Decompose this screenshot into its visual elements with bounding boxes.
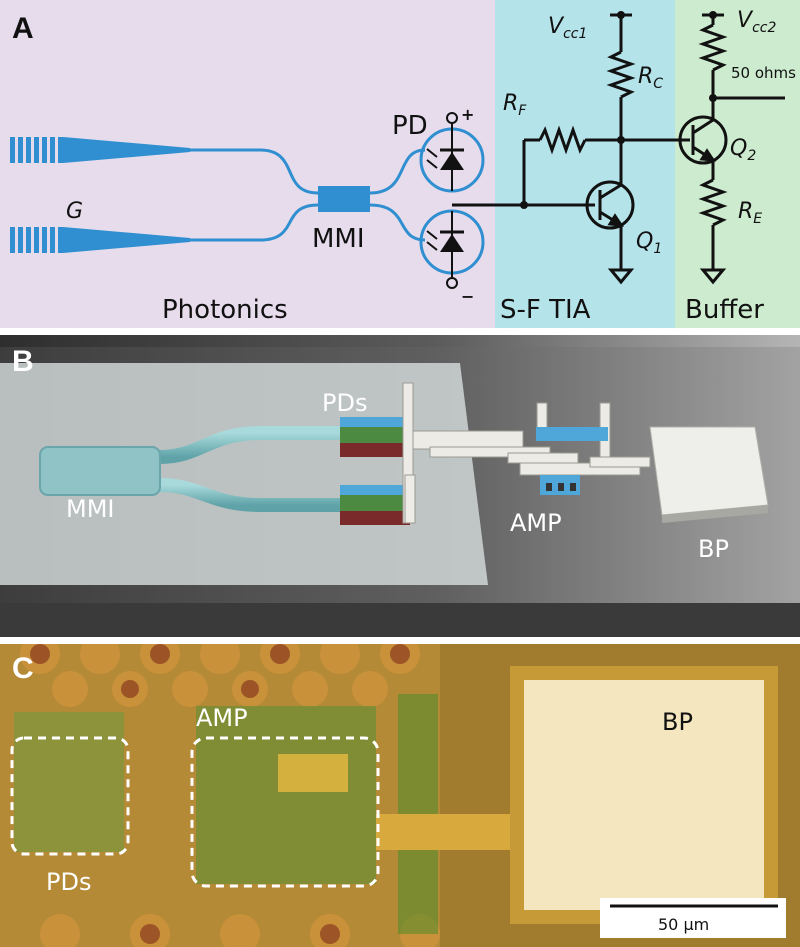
mmi-block	[318, 186, 370, 212]
render-amp-label: AMP	[510, 509, 562, 537]
buffer-section-title: Buffer	[685, 295, 764, 325]
grating-label: G	[66, 199, 83, 224]
schematic-svg: A	[0, 0, 800, 328]
waveguides	[190, 148, 426, 242]
render-mmi-label: MMI	[66, 495, 115, 523]
pd-label: PD	[392, 111, 428, 141]
render-waveguides	[0, 426, 347, 512]
grating-coupler-bottom	[10, 227, 190, 253]
render-amp	[536, 427, 608, 495]
panel-c-micrograph: 50 μm C AMP PDs BP	[0, 644, 800, 947]
amp-outline	[190, 736, 380, 888]
photonics-section-title: Photonics	[162, 295, 288, 325]
micrograph-amp-label: AMP	[196, 704, 248, 732]
pds-outline	[10, 736, 130, 856]
render-pds-label: PDs	[322, 389, 367, 417]
vcc2-label: Vcc2	[737, 8, 776, 36]
micrograph-bond-pad	[524, 680, 764, 910]
render-pd-bottom	[340, 485, 410, 525]
circuit-wires	[452, 15, 785, 270]
panel-b-render: B PDs MMI AMP BP	[0, 335, 800, 637]
pd-circuit-area	[14, 712, 124, 852]
render-svg: B PDs MMI AMP BP	[0, 335, 800, 637]
tia-section-title: S-F TIA	[500, 295, 591, 325]
amp-circuit-area	[196, 706, 376, 884]
q2-label: Q2	[730, 136, 756, 164]
panel-c-label: C	[12, 652, 34, 685]
render-mmi	[39, 446, 161, 496]
q1-label: Q1	[636, 229, 662, 257]
buffer-region	[675, 0, 800, 328]
tia-region	[495, 0, 675, 328]
re-label: RE	[738, 199, 762, 227]
plus-sign: +	[461, 105, 474, 124]
render-bond-pad	[649, 426, 769, 523]
render-pd-top	[340, 417, 410, 457]
ground-q2	[699, 268, 727, 285]
vcc1-label: Vcc1	[548, 14, 587, 42]
mmi-label: MMI	[312, 224, 365, 254]
minus-sign: −	[461, 287, 474, 306]
chip-edge	[0, 603, 800, 637]
micrograph-svg: 50 μm C AMP PDs BP	[0, 644, 800, 947]
amp-metal-block	[278, 754, 348, 792]
photonics-region	[0, 0, 495, 328]
panel-b-label: B	[12, 345, 34, 378]
panel-a-label: A	[12, 12, 34, 45]
rf-label: RF	[503, 91, 527, 119]
ground-q1	[607, 268, 635, 285]
grating-coupler-top	[10, 137, 190, 163]
panel-a-schematic: A	[0, 0, 800, 328]
rc-label: RC	[638, 64, 663, 92]
micrograph-bp-label: BP	[662, 708, 693, 736]
micrograph-trace	[376, 814, 526, 850]
scale-bar-label: 50 μm	[658, 915, 709, 934]
ohms-label: 50 ohms	[731, 64, 796, 82]
render-bp-label: BP	[698, 535, 729, 563]
micrograph-pds-label: PDs	[46, 868, 91, 896]
transistor-q1	[585, 180, 635, 230]
transistor-q2	[678, 115, 728, 165]
